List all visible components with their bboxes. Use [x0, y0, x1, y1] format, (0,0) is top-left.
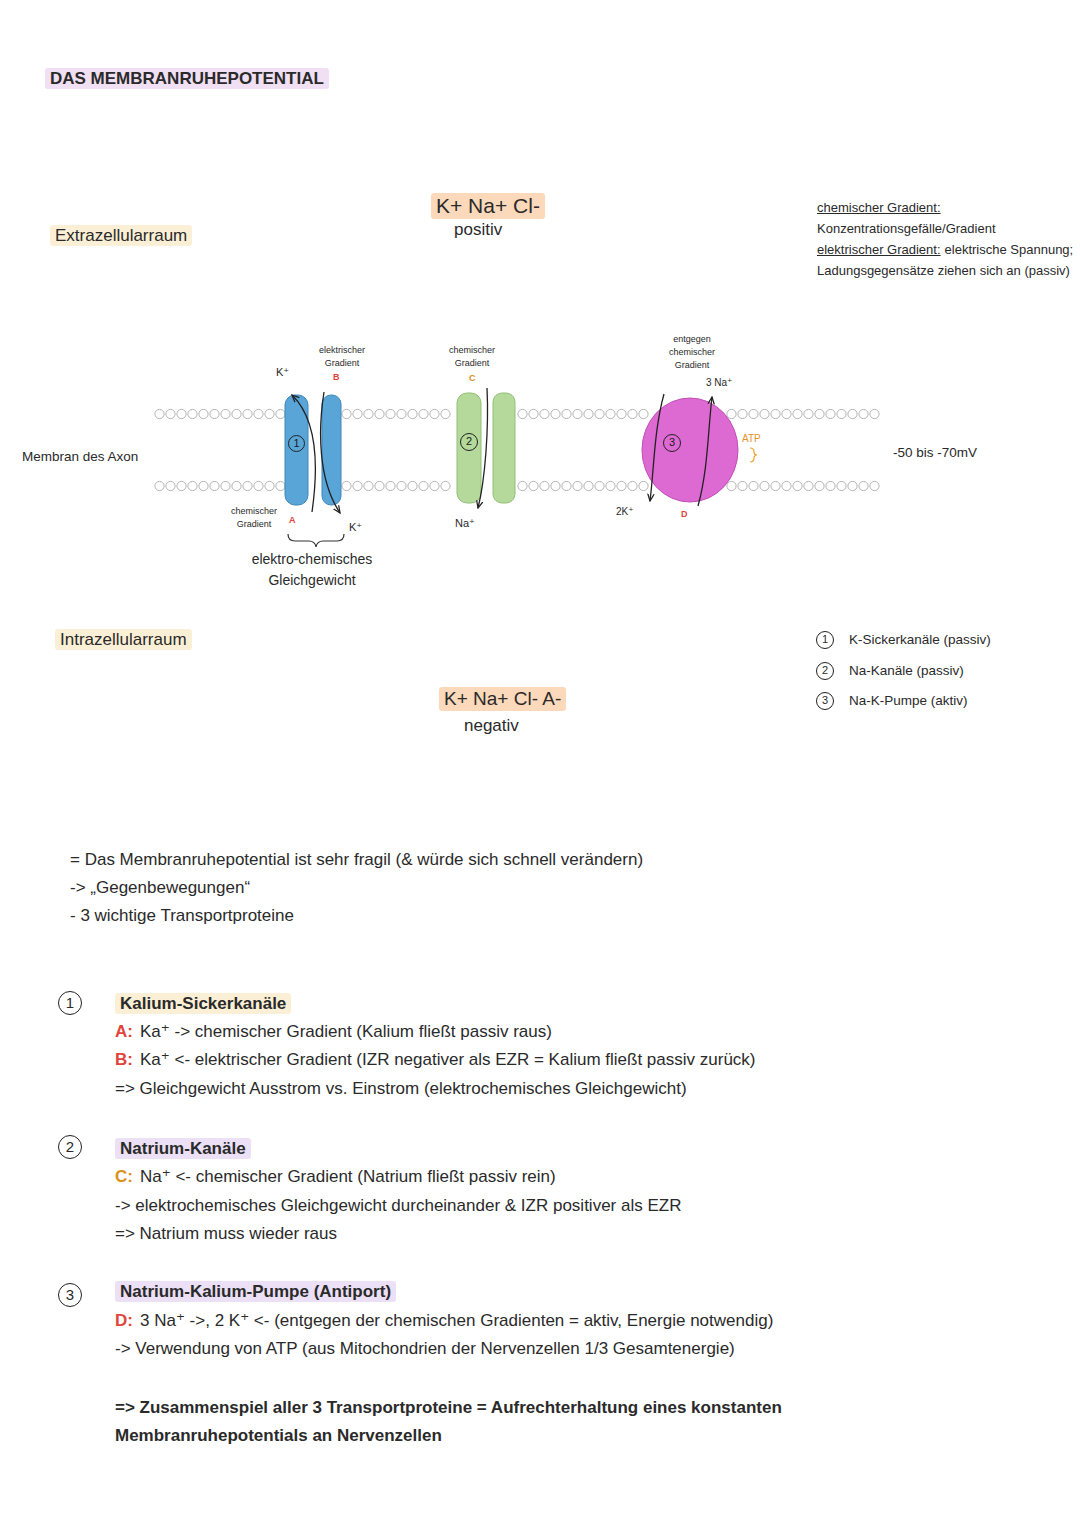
- gradient-label: entgegen chemischer Gradient: [662, 333, 722, 372]
- sodium-channel: 2: [457, 393, 515, 503]
- callout-number: 2: [460, 433, 478, 451]
- arrow-letter: A: [289, 515, 296, 526]
- ion-list: K+ Na+ Cl- A-: [439, 687, 566, 711]
- potassium-channel-shape: [285, 395, 341, 505]
- flow-arrow: [321, 392, 340, 513]
- ion-label: 3 Na⁺: [706, 377, 732, 390]
- ion-label: K⁺: [349, 521, 362, 535]
- callout-number: 1: [816, 631, 834, 649]
- gradient-label: elektrischer Gradient: [312, 344, 372, 370]
- ion-list: K+ Na+ Cl-: [431, 193, 545, 219]
- region-label: Extrazellularraum: [50, 225, 192, 246]
- section-heading: Natrium-Kalium-Pumpe (Antiport): [115, 1281, 396, 1302]
- potential-value: -50 bis -70mV: [893, 445, 977, 462]
- conclusion-text: => Zusammenspiel aller 3 Transportprotei…: [115, 1394, 905, 1450]
- note-term: elektrischer Gradient:: [817, 242, 941, 257]
- flow-arrow: [698, 397, 712, 506]
- definition-note: chemischer Gradient:Konzentrationsgefäll…: [817, 197, 1075, 281]
- sodium-potassium-pump-shape: [642, 398, 738, 502]
- ion-label: K⁺: [276, 366, 289, 380]
- pump-body: [642, 398, 738, 502]
- point-text: -> elektrochemisches Gleichgewicht durch…: [115, 1195, 681, 1216]
- ion-label: Na⁺: [455, 517, 475, 531]
- point-text: Ka⁺ -> chemischer Gradient (Kalium fließ…: [140, 1021, 552, 1042]
- point-text: => Natrium muss wieder raus: [115, 1223, 337, 1244]
- charge-label: negativ: [464, 715, 519, 736]
- flow-arrow: [478, 388, 488, 508]
- ion-label: 2K⁺: [616, 506, 634, 519]
- equilibrium-label: elektro-chemisches Gleichgewicht: [242, 549, 382, 591]
- summary-text: - 3 wichtige Transportproteine: [70, 905, 294, 926]
- channel-half: [493, 393, 515, 503]
- note-text: Konzentrationsgefälle/Gradient: [817, 218, 1075, 239]
- lipid-bilayer: [154, 408, 880, 492]
- sodium-potassium-pump: 3: [642, 398, 738, 502]
- flow-arrow: [650, 394, 664, 501]
- channel-half: [285, 395, 308, 505]
- key-text: Na-K-Pumpe (aktiv): [849, 693, 968, 710]
- charge-label: positiv: [454, 219, 502, 240]
- section-heading: Kalium-Sickerkanäle: [115, 993, 291, 1014]
- channel-half: [322, 395, 341, 505]
- callout-number: 3: [58, 1283, 82, 1307]
- callout-number: 1: [58, 991, 82, 1015]
- callout-number: 1: [288, 435, 305, 452]
- point-text: 3 Na⁺ ->, 2 K⁺ <- (entgegen der chemisch…: [140, 1310, 773, 1331]
- point-letter: C:: [115, 1166, 133, 1187]
- point-text: => Gleichgewicht Ausstrom vs. Einstrom (…: [115, 1078, 687, 1099]
- callout-number: 3: [816, 692, 834, 710]
- point-letter: A:: [115, 1021, 133, 1042]
- arrow-letter: B: [333, 372, 340, 383]
- channel-half: [457, 393, 481, 503]
- key-text: K-Sickerkanäle (passiv): [849, 632, 991, 649]
- arrow-letter: C: [469, 373, 476, 384]
- sodium-channel-shape: [457, 393, 515, 503]
- point-letter: D:: [115, 1310, 133, 1331]
- summary-text: = Das Membranruhepotential ist sehr frag…: [70, 849, 643, 870]
- page-title: DAS MEMBRANRUHEPOTENTIAL: [45, 68, 329, 89]
- point-letter: B:: [115, 1049, 133, 1070]
- point-text: Ka⁺ <- elektrischer Gradient (IZR negati…: [140, 1049, 756, 1070]
- callout-number: 2: [58, 1135, 82, 1159]
- point-text: -> Verwendung von ATP (aus Mitochondrien…: [115, 1338, 735, 1359]
- summary-text: -> „Gegenbewegungen“: [70, 877, 250, 898]
- flow-arrow: [292, 395, 315, 512]
- brace: [288, 534, 344, 547]
- region-label: Intrazellularraum: [55, 629, 192, 650]
- key-text: Na-Kanäle (passiv): [849, 663, 964, 680]
- atp-label: ATP: [742, 433, 761, 446]
- callout-number: 2: [816, 662, 834, 680]
- atp-brace: [750, 448, 757, 462]
- arrow-letter: D: [681, 509, 688, 520]
- note-term: chemischer Gradient:: [817, 197, 1075, 218]
- membrane-label: Membran des Axon: [22, 449, 138, 466]
- callout-number: 3: [663, 434, 681, 452]
- gradient-label: chemischer Gradient: [442, 344, 502, 370]
- point-text: Na⁺ <- chemischer Gradient (Natrium flie…: [140, 1166, 556, 1187]
- gradient-label: chemischer Gradient: [224, 505, 284, 531]
- section-heading: Natrium-Kanäle: [115, 1138, 251, 1159]
- potassium-channel: 1: [285, 395, 341, 505]
